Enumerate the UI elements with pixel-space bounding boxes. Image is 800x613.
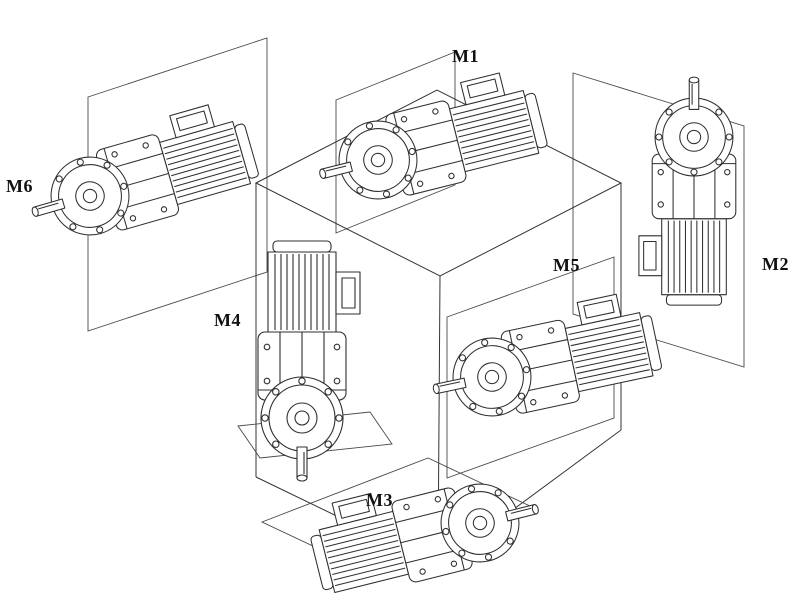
label-m4: M4 [214, 310, 241, 330]
mounting-plane-m1 [335, 51, 456, 234]
mounting-plane-m6 [87, 37, 268, 332]
label-m2: M2 [762, 254, 789, 274]
motor-m2-drawing [638, 76, 737, 306]
label-m6: M6 [6, 176, 33, 196]
label-m5: M5 [553, 255, 580, 275]
motor-m4-drawing [257, 240, 361, 482]
motor-m6-drawing [16, 96, 264, 254]
motor-m3-drawing [302, 454, 549, 605]
motor-m5-drawing [421, 287, 666, 431]
mounting-plane-m5 [446, 256, 615, 479]
motor-m1-drawing [306, 65, 552, 216]
label-m3: M3 [366, 490, 393, 510]
label-m1: M1 [452, 46, 479, 66]
